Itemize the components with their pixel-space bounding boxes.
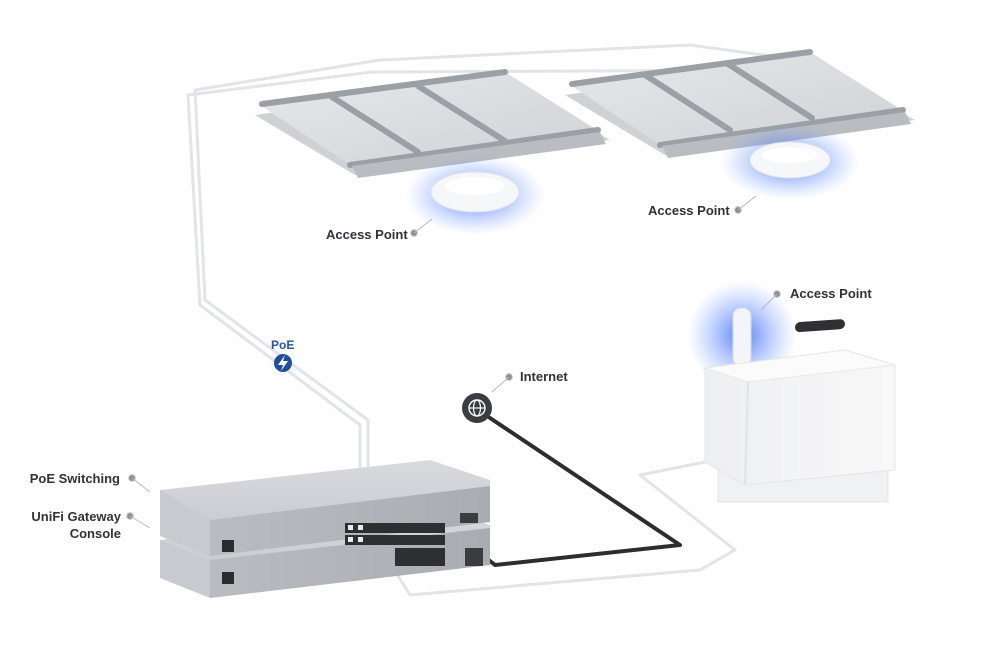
cabinet-with-access-point [687,280,896,503]
internet-cable [468,416,682,567]
lightning-bolt-icon [274,354,292,372]
label-access-point-cabinet: Access Point [790,286,872,301]
ceiling-panel-left [255,69,610,178]
label-access-point-right: Access Point [648,203,730,218]
label-internet: Internet [520,369,568,384]
label-access-point-left: Access Point [326,227,408,242]
white-cables [186,43,802,597]
callout-markers [126,195,781,529]
access-point-right [720,124,860,200]
label-gateway-line2: Console [69,526,121,541]
access-point-left [405,155,545,235]
globe-icon [462,393,492,423]
label-poe: PoE [271,338,295,352]
label-poe-switching: PoE Switching [29,471,120,486]
device-stack [160,460,490,598]
label-gateway-line1: UniFi Gateway [31,509,121,524]
